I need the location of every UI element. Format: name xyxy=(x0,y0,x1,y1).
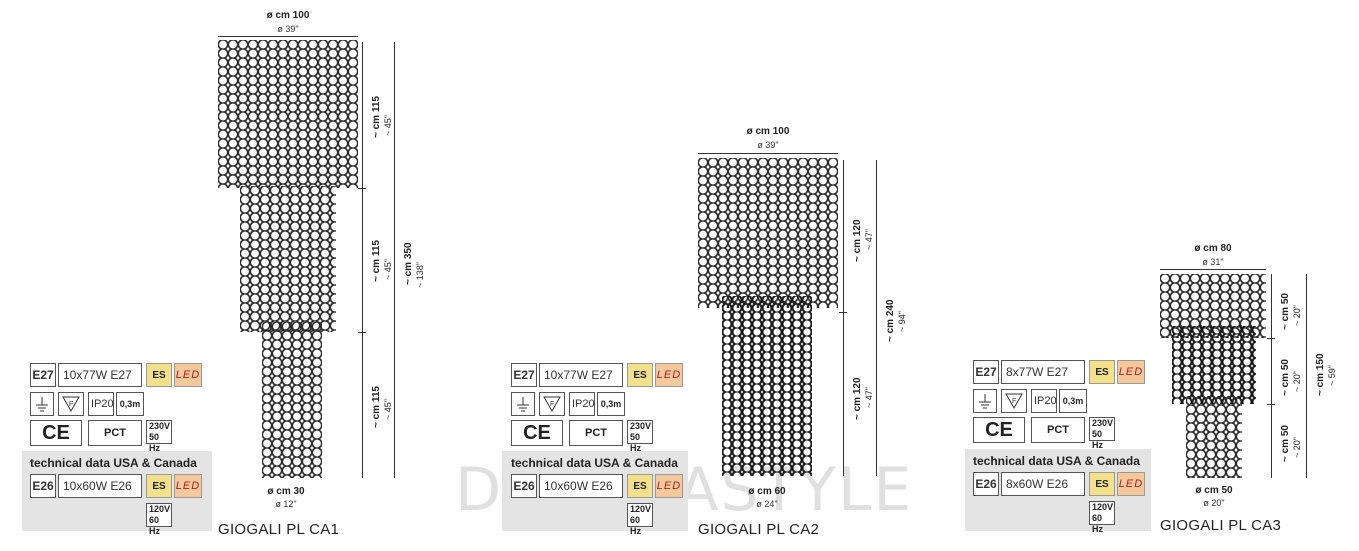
top-diameter-imperial: ø 31" xyxy=(1202,257,1224,267)
bottom-diameter-metric: ø cm 50 xyxy=(1195,485,1233,496)
top-dimension-line xyxy=(698,153,838,154)
usa-led-badge: LED xyxy=(655,474,683,498)
distance-icon: 0,3m xyxy=(597,392,625,416)
energy-saving-badge: ES xyxy=(146,363,172,387)
usa-energy-saving-badge: ES xyxy=(1089,472,1115,496)
ground-icon xyxy=(30,392,54,416)
socket-code: E27 xyxy=(973,360,999,384)
bottom-diameter-metric: ø cm 30 xyxy=(267,486,305,497)
distance-icon: 0,3m xyxy=(116,392,144,416)
tier-dimension-line xyxy=(362,42,363,478)
product-name: GIOGALI PL CA3 xyxy=(1160,517,1282,534)
ground-icon xyxy=(511,392,535,416)
bottom-diameter-imperial: ø 12" xyxy=(275,499,297,509)
chain-tier-2 xyxy=(1172,326,1256,404)
ip-rating: IP20 xyxy=(569,392,595,416)
top-dimension-line xyxy=(1160,269,1266,270)
chain-tier-2 xyxy=(240,186,336,332)
bottom-diameter-imperial: ø 24" xyxy=(756,499,778,509)
chain-tier-3 xyxy=(262,322,322,478)
usa-bulb-spec: 8x60W E26 xyxy=(1001,472,1085,496)
bottom-diameter-metric: ø cm 60 xyxy=(748,486,786,497)
tier-dimension-line xyxy=(843,160,844,476)
led-badge: LED xyxy=(655,363,683,387)
usa-title: technical data USA & Canada xyxy=(511,456,678,470)
flammable-surface-icon: F xyxy=(539,392,565,416)
usa-bulb-spec: 10x60W E26 xyxy=(58,474,142,498)
bottom-diameter-imperial: ø 20" xyxy=(1203,498,1225,508)
ce-mark-icon: CE xyxy=(973,417,1025,443)
top-diameter-imperial: ø 39" xyxy=(277,24,299,34)
ip-rating: IP20 xyxy=(1031,389,1057,413)
svg-text:F: F xyxy=(550,401,554,408)
usa-led-badge: LED xyxy=(174,474,202,498)
bulb-spec: 10x77W E27 xyxy=(539,363,623,387)
usa-bulb-spec: 10x60W E26 xyxy=(539,474,623,498)
svg-text:F: F xyxy=(1012,398,1016,405)
usa-title: technical data USA & Canada xyxy=(973,454,1140,468)
ce-mark-icon: CE xyxy=(511,420,563,446)
led-badge: LED xyxy=(1117,360,1145,384)
socket-code: E27 xyxy=(30,363,56,387)
usa-socket: E26 xyxy=(30,474,56,498)
flammable-surface-icon: F xyxy=(1001,389,1027,413)
chain-tier-2 xyxy=(722,296,812,476)
pct-mark-icon: PCT xyxy=(88,420,142,446)
energy-saving-badge: ES xyxy=(627,363,653,387)
bulb-spec: 8x77W E27 xyxy=(1001,360,1085,384)
total-dimension-line xyxy=(876,160,877,476)
top-diameter-metric: ø cm 100 xyxy=(746,126,790,137)
usa-socket: E26 xyxy=(973,472,999,496)
ground-icon xyxy=(973,389,997,413)
ip-rating: IP20 xyxy=(88,392,114,416)
pct-mark-icon: PCT xyxy=(569,420,623,446)
top-diameter-metric: ø cm 100 xyxy=(266,10,310,21)
usa-title: technical data USA & Canada xyxy=(30,456,197,470)
product-name: GIOGALI PL CA1 xyxy=(218,521,340,538)
total-dimension-line xyxy=(1306,274,1307,478)
led-badge: LED xyxy=(174,363,202,387)
flammable-surface-icon: F xyxy=(58,392,84,416)
usa-led-badge: LED xyxy=(1117,472,1145,496)
chain-tier-3 xyxy=(1186,396,1242,478)
chain-tier-1 xyxy=(698,158,838,308)
product-name: GIOGALI PL CA2 xyxy=(698,521,820,538)
tier-dimension-line xyxy=(1271,274,1272,478)
socket-code: E27 xyxy=(511,363,537,387)
pct-mark-icon: PCT xyxy=(1031,417,1085,443)
top-diameter-imperial: ø 39" xyxy=(757,140,779,150)
bulb-spec: 10x77W E27 xyxy=(58,363,142,387)
total-dimension-line xyxy=(394,42,395,478)
ce-mark-icon: CE xyxy=(30,420,82,446)
energy-saving-badge: ES xyxy=(1089,360,1115,384)
top-dimension-line xyxy=(218,36,358,37)
top-diameter-metric: ø cm 80 xyxy=(1194,243,1232,254)
usa-energy-saving-badge: ES xyxy=(146,474,172,498)
svg-text:F: F xyxy=(69,401,73,408)
chain-tier-1 xyxy=(218,40,358,188)
usa-energy-saving-badge: ES xyxy=(627,474,653,498)
distance-icon: 0,3m xyxy=(1059,389,1087,413)
usa-socket: E26 xyxy=(511,474,537,498)
